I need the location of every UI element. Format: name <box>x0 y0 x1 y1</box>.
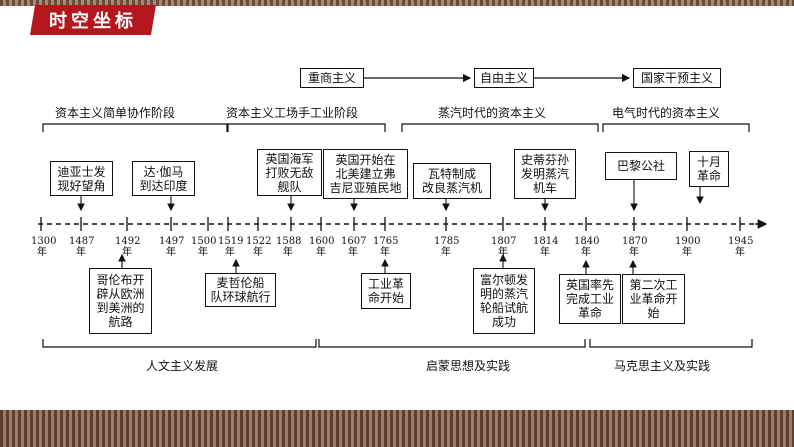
event-industrial-revolution-start: 工业革 命开始 <box>361 273 411 309</box>
event-virginia-colony: 英国开始在 北美建立弗 吉尼亚殖民地 <box>323 149 408 199</box>
event-gama-india: 达·伽马 到达印度 <box>132 161 195 196</box>
event-fulton-steamboat: 富尔顿发 明的蒸汽 轮船试航 成功 <box>473 268 535 334</box>
stage-label-marxism: 马克思主义及实践 <box>614 359 711 373</box>
event-britain-completes-ir: 英国率先 完成工业 革命 <box>559 274 621 324</box>
event-english-navy-armada: 英国海军 打败无敌 舰队 <box>257 149 322 196</box>
bottom-decorative-strip <box>0 410 794 447</box>
stage-bracket-4 <box>602 123 750 132</box>
bottom-bracket-1 <box>42 339 317 348</box>
event-dias-cape: 迪亚士发 现好望角 <box>50 161 113 196</box>
timeline-ticks <box>40 217 741 231</box>
stage-label-humanism: 人文主义发展 <box>146 359 219 373</box>
bottom-bracket-2 <box>318 339 586 348</box>
event-second-ir-start: 第二次工 业革命开 始 <box>622 274 685 324</box>
policy-box-liberalism: 自由主义 <box>474 68 534 88</box>
event-watt-steam-engine: 瓦特制成 改良蒸汽机 <box>413 163 491 199</box>
event-october-revolution: 十月 革命 <box>689 151 729 187</box>
section-title-banner: 时空坐标 <box>30 5 156 35</box>
bottom-bracket-3 <box>589 339 753 348</box>
stage-label-electric-age: 电气时代的资本主义 <box>612 106 721 120</box>
stage-bracket-1 <box>42 123 228 132</box>
event-columbus-route: 哥伦布开 辟从欧洲 到美洲的 航路 <box>89 268 152 334</box>
stage-bracket-2 <box>227 123 386 132</box>
top-decorative-strip <box>0 0 794 6</box>
stage-label-enlightenment: 启蒙思想及实践 <box>426 359 511 373</box>
stage-label-manufacturing: 资本主义工场手工业阶段 <box>226 106 359 120</box>
policy-box-mercantilism: 重商主义 <box>300 68 364 88</box>
stage-label-simple-cooperation: 资本主义简单协作阶段 <box>55 106 176 120</box>
stage-label-steam-age: 蒸汽时代的资本主义 <box>438 106 547 120</box>
event-magellan-voyage: 麦哲伦船 队环球航行 <box>205 273 276 307</box>
event-paris-commune: 巴黎公社 <box>605 152 677 180</box>
policy-box-interventionism: 国家干预主义 <box>633 68 721 88</box>
stage-bracket-3 <box>401 123 599 132</box>
event-stephenson-locomotive: 史蒂芬孙 发明蒸汽 机车 <box>514 149 576 199</box>
